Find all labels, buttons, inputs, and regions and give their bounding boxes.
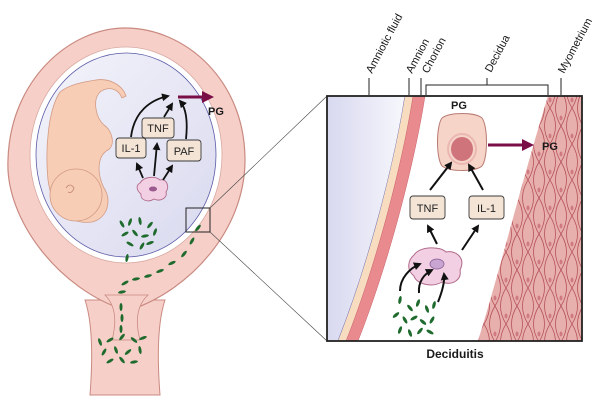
zoom-connector-top bbox=[209, 95, 328, 209]
label-decidua: Decidua bbox=[483, 32, 513, 74]
decidual-cell bbox=[437, 113, 487, 171]
overview-pg-label: PG bbox=[208, 106, 224, 118]
overview-cytokine-il1-label: IL-1 bbox=[122, 143, 141, 155]
overview-cytokine-paf-label: PAF bbox=[174, 146, 195, 158]
overview-arrows bbox=[130, 93, 188, 181]
detail-cytokine-il1: IL-1 bbox=[468, 195, 505, 220]
bacteria-overview bbox=[98, 217, 201, 364]
overview-cytokine-tnf: TNF bbox=[141, 117, 175, 139]
zoom-connector-bottom bbox=[209, 231, 328, 342]
label-myometrium: Myometrium bbox=[556, 16, 595, 75]
overview-cytokine-paf: PAF bbox=[166, 139, 202, 162]
detail-amnion bbox=[338, 96, 413, 341]
detail-cell-pg-label: PG bbox=[451, 100, 467, 112]
uterus-overview: IL-1 TNF PAF PG bbox=[7, 27, 246, 396]
detail-cytokine-tnf-label: TNF bbox=[417, 203, 439, 215]
detail-myometrium bbox=[478, 96, 582, 341]
cervix bbox=[84, 299, 166, 396]
detail-chorion bbox=[345, 96, 426, 341]
detail-output-pg-label: PG bbox=[542, 141, 558, 153]
fetus bbox=[46, 79, 127, 223]
detail-amniotic-fluid bbox=[327, 96, 405, 341]
detail-arrows bbox=[399, 161, 484, 303]
detail-caption: Deciduitis bbox=[426, 347, 484, 361]
overview-cytokine-il1: IL-1 bbox=[115, 137, 147, 159]
detail-cytokine-il1-label: IL-1 bbox=[477, 203, 496, 215]
overview-cytokine-tnf-label: TNF bbox=[147, 123, 169, 135]
label-amniotic-fluid: Amniotic fluid bbox=[364, 12, 405, 75]
detail-frame bbox=[326, 95, 583, 342]
detail-inset: Amniotic fluid Amnion Chorion Decidua My… bbox=[326, 12, 595, 361]
inset-locator-box bbox=[185, 207, 211, 233]
bacteria-detail bbox=[392, 296, 436, 337]
layer-labels: Amniotic fluid Amnion Chorion Decidua My… bbox=[364, 12, 595, 95]
detail-cytokine-tnf: TNF bbox=[409, 195, 446, 220]
cervical-canal bbox=[104, 294, 150, 341]
overview-immune-cell bbox=[136, 176, 169, 202]
